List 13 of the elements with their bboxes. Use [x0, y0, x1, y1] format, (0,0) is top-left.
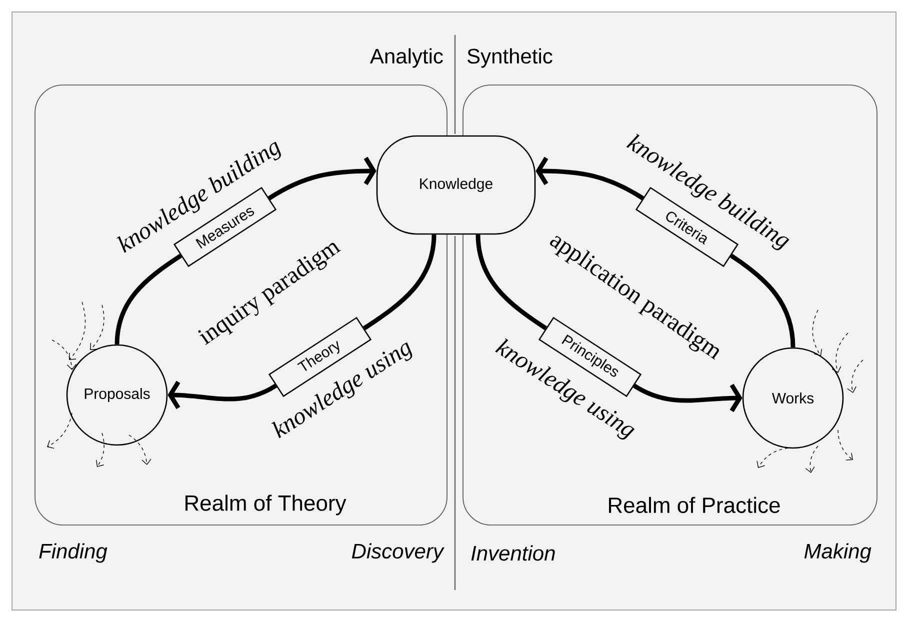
circle-node: Works	[742, 347, 844, 449]
heading: Synthetic	[468, 48, 552, 68]
corner-label: Finding	[39, 543, 108, 563]
corner-label: Making	[804, 543, 872, 563]
arrow	[168, 380, 277, 410]
knowledge-box: Knowledge	[376, 135, 536, 235]
heading: Analytic	[370, 48, 443, 68]
circle-node: Proposals	[66, 344, 168, 446]
corner-label: Discovery	[352, 543, 445, 563]
arrow	[536, 156, 644, 200]
arrow	[268, 156, 376, 200]
arrow	[633, 384, 742, 412]
corner-label: Invention	[471, 545, 555, 561]
